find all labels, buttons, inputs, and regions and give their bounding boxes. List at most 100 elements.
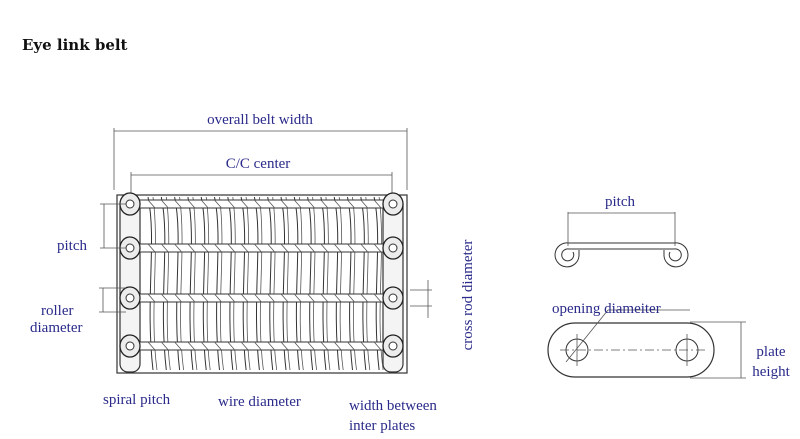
right-pitch-label: pitch — [605, 194, 635, 210]
wire-crossing — [227, 293, 236, 303]
cross-rod-diameter-label: cross rod diameter — [460, 240, 476, 351]
cross-rod — [123, 199, 401, 209]
cc-center-dimension — [130, 172, 393, 195]
wire-crossing — [227, 199, 236, 209]
wire-crossing — [147, 341, 156, 351]
cross-rod — [123, 293, 401, 303]
wire-crossing — [320, 293, 329, 303]
roller-hub — [125, 293, 135, 303]
wire-crossing — [267, 199, 276, 209]
width-label-line1: width between — [349, 398, 437, 414]
wire-crossing — [254, 293, 262, 303]
wire-crossing — [187, 341, 196, 351]
wire-crossing — [147, 243, 156, 253]
wire-crossing — [214, 293, 222, 303]
opening-diameter-label: opening diameiter — [552, 301, 661, 317]
belt-body — [116, 192, 408, 374]
left-pitch-label: pitch — [57, 238, 87, 254]
wire-crossing — [333, 341, 342, 351]
wire-crossing — [254, 199, 262, 209]
wire-crossing — [200, 341, 209, 351]
wire-crossing — [147, 199, 156, 209]
roller-hub — [125, 341, 135, 351]
wire-crossing — [307, 243, 315, 253]
overall-belt-width-label: overall belt width — [207, 112, 313, 128]
cross-rod-dimension — [410, 280, 432, 318]
wire-crossing — [347, 341, 355, 351]
wire-crossing — [200, 243, 209, 253]
wire-crossing — [360, 199, 369, 209]
wire-crossing — [360, 243, 369, 253]
wire-crossing — [360, 341, 369, 351]
link-plate-drawing — [547, 309, 746, 379]
wire-crossing — [240, 199, 249, 209]
wire-crossing — [307, 293, 315, 303]
roller-diameter-dimension — [99, 287, 126, 313]
wire-crossing — [320, 243, 329, 253]
wire-crossing — [347, 243, 355, 253]
wire-crossing — [320, 341, 329, 351]
wire-crossing — [347, 199, 355, 209]
wire-crossing — [187, 243, 196, 253]
wire-crossing — [227, 243, 236, 253]
roller-label-line1: roller — [41, 303, 73, 319]
wire-crossing — [307, 199, 315, 209]
page-title: Eye link belt — [22, 36, 128, 54]
roller-label-line2: diameter — [30, 320, 82, 336]
wire-crossing — [280, 293, 289, 303]
wire-crossing — [280, 341, 289, 351]
width-label-line2: inter plates — [349, 418, 415, 434]
wire-crossing — [187, 293, 196, 303]
wire-crossing — [174, 243, 182, 253]
wire-crossing — [160, 199, 169, 209]
wire-crossing — [293, 341, 302, 351]
roller-hub — [125, 199, 135, 209]
wire-crossing — [373, 243, 382, 253]
spiral-pitch-label: spiral pitch — [103, 392, 171, 408]
cross-rod — [123, 243, 401, 253]
wire-crossing — [333, 243, 342, 253]
wire-crossing — [373, 199, 382, 209]
wire-diameter-label: wire diameter — [218, 394, 301, 410]
cross-rod — [123, 341, 401, 351]
wire-crossing — [320, 199, 329, 209]
plate-label-line1: plate — [756, 344, 785, 360]
wire-crossing — [174, 293, 182, 303]
wire-crossing — [267, 293, 276, 303]
wire-crossing — [214, 199, 222, 209]
plate-label-line2: height — [752, 364, 790, 380]
wire-crossing — [360, 293, 369, 303]
wire-crossing — [174, 199, 182, 209]
roller-hub — [388, 293, 398, 303]
wire-crossing — [293, 293, 302, 303]
wire-crossing — [160, 341, 169, 351]
wire-crossing — [214, 243, 222, 253]
wire-crossing — [333, 199, 342, 209]
rollers — [119, 192, 404, 358]
wire-crossing — [293, 199, 302, 209]
wire-crossing — [200, 293, 209, 303]
overall-width-dimension — [113, 128, 408, 190]
wire-crossing — [227, 341, 236, 351]
wire-crossing — [187, 199, 196, 209]
roller-hub — [125, 243, 135, 253]
wire-crossing — [200, 199, 209, 209]
roller-hub — [388, 341, 398, 351]
wire-crossing — [280, 243, 289, 253]
wire-crossing — [160, 243, 169, 253]
wire-crossing — [240, 243, 249, 253]
wire-crossing — [214, 341, 222, 351]
wire-crossing — [160, 293, 169, 303]
wire-crossing — [147, 293, 156, 303]
wire-crossing — [347, 293, 355, 303]
pitch-profile-drawing — [554, 212, 689, 268]
roller-hub — [388, 243, 398, 253]
roller-hub — [388, 199, 398, 209]
wire-crossing — [240, 293, 249, 303]
wire-crossing — [293, 243, 302, 253]
wire-crossing — [267, 341, 276, 351]
wire-crossing — [267, 243, 276, 253]
wire-crossing — [280, 199, 289, 209]
cc-center-label: C/C center — [226, 156, 291, 172]
